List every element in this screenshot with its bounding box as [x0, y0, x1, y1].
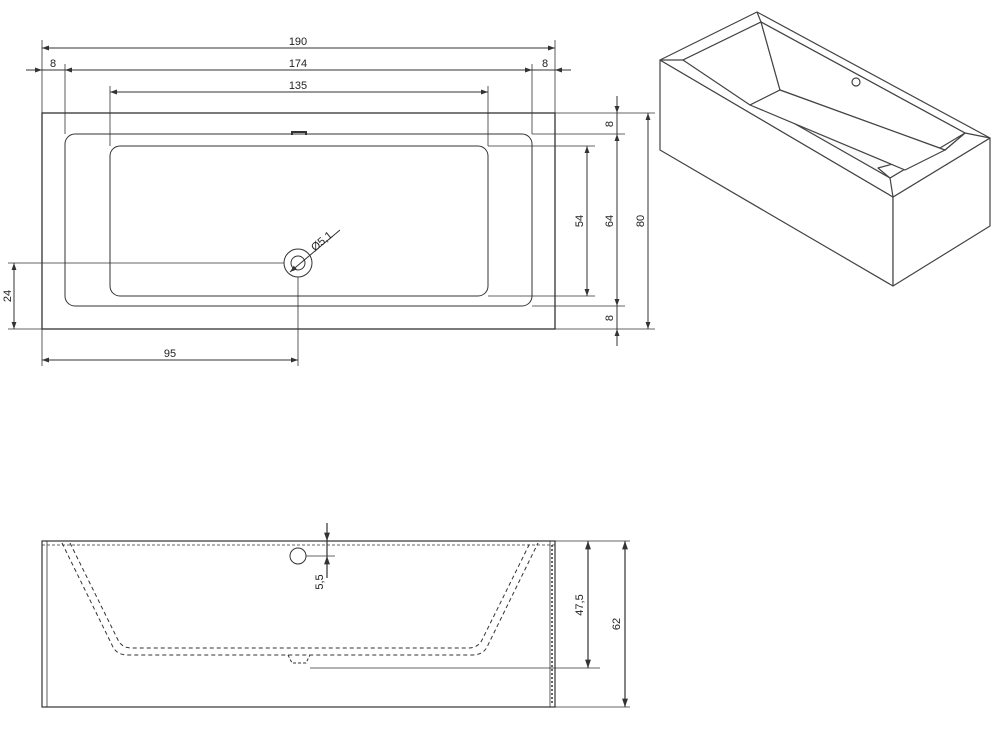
tub-inner-rim	[64, 133, 533, 307]
label-inner-length: 174	[289, 58, 307, 70]
extension-lines	[8, 40, 655, 366]
label-overall-width: 80	[635, 215, 647, 227]
drain-outer-ring	[283, 248, 313, 278]
top-view-labels: 190 174 8 8 135 95 24 Ø5,1 80 64 54 8 8	[2, 36, 647, 360]
label-inner-width: 64	[604, 215, 616, 227]
label-drain-diameter: Ø5,1	[309, 229, 335, 254]
iso-overflow-hole	[851, 77, 861, 87]
label-rim-bottom: 8	[604, 315, 616, 321]
label-rim-top: 8	[604, 121, 616, 127]
overflow-notch	[291, 131, 307, 135]
label-inner-depth: 47,5	[574, 594, 586, 615]
tub-outer-outline	[41, 112, 556, 330]
label-overall-height: 62	[611, 618, 623, 630]
isometric-view	[659, 11, 991, 287]
label-rim-right: 8	[542, 58, 548, 70]
drain-diameter-leader	[289, 229, 341, 273]
top-view	[8, 40, 655, 366]
side-outer-outline	[41, 540, 556, 708]
side-overflow-hole	[289, 547, 307, 565]
side-view-labels: 5,5 47,5 62	[314, 574, 623, 630]
hidden-drain	[287, 654, 311, 664]
side-view	[41, 523, 630, 708]
drain-hole	[290, 255, 306, 271]
hidden-basin-outer	[61, 542, 539, 656]
label-overflow-offset: 5,5	[314, 574, 326, 589]
label-basin-width: 54	[574, 215, 586, 227]
label-overall-length: 190	[289, 36, 307, 48]
label-drain-y: 24	[2, 290, 14, 302]
label-rim-left: 8	[50, 58, 56, 70]
tub-basin-floor	[109, 145, 489, 297]
label-drain-x: 95	[164, 348, 176, 360]
label-basin-length: 135	[289, 80, 307, 92]
iso-basin-floor	[749, 89, 946, 171]
